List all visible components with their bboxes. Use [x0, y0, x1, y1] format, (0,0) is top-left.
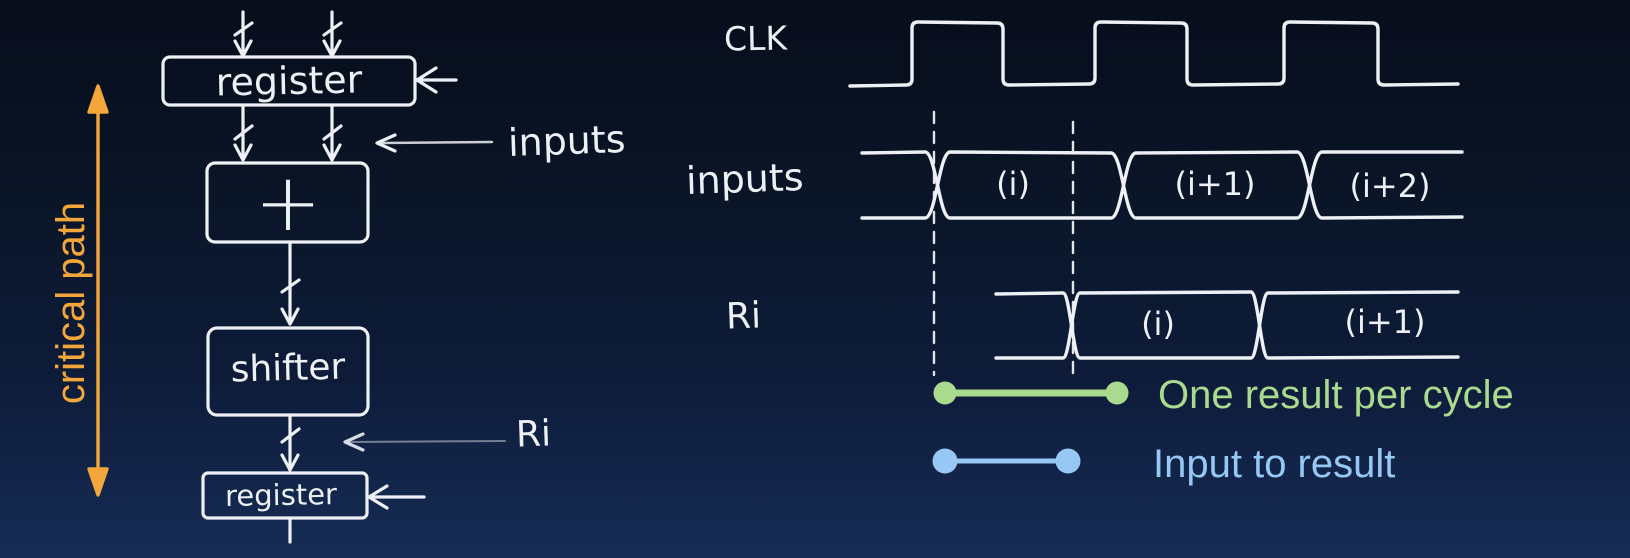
arrowhead-down-icon	[280, 453, 300, 472]
timing-inputs-label: inputs	[685, 154, 805, 204]
clk-label: CLK	[723, 18, 788, 59]
ri-callout-arrow	[343, 432, 506, 452]
circuit-ri-label: Ri	[515, 413, 552, 456]
timing-diagram	[848, 20, 1464, 384]
arrowhead-down-icon	[322, 143, 342, 162]
ri-window-i1: (i+1)	[1344, 303, 1426, 341]
shifter-label: shifter	[230, 346, 346, 391]
register-top-label: register	[215, 57, 363, 105]
bus-slash-icon	[280, 427, 301, 444]
clock-edge-guides	[932, 110, 1075, 384]
shifter-box	[206, 326, 370, 417]
register-bottom-enable-arrow	[367, 484, 426, 510]
bus-slash-icon	[322, 124, 343, 141]
register-top-box	[161, 55, 417, 107]
critical-path-label: critical path	[49, 201, 93, 405]
bus-slash-icon	[233, 124, 254, 141]
dot-icon	[1055, 448, 1081, 474]
circuit-inputs-label: inputs	[507, 116, 627, 166]
inputs-window-i2: (i+2)	[1349, 167, 1431, 205]
clk-waveform	[848, 20, 1460, 88]
bus-slash-icon	[280, 278, 301, 294]
timing-ri-label: Ri	[725, 295, 762, 338]
register-top-enable-arrow	[415, 66, 458, 94]
inputs-callout-arrow	[375, 133, 494, 153]
arrowhead-left-icon	[343, 432, 365, 452]
arrowhead-up-icon	[87, 84, 109, 114]
circuit-diagram	[87, 10, 506, 544]
legend-one-result-per-cycle: One result per cycle	[1158, 373, 1514, 417]
dot-icon	[933, 381, 957, 405]
adder-symbol: +	[254, 156, 322, 249]
arrowhead-down-icon	[233, 143, 253, 162]
dot-icon	[1105, 381, 1129, 405]
arrowhead-left-icon	[415, 66, 438, 94]
ri-bus-waveform	[994, 290, 1460, 360]
dot-icon	[932, 448, 958, 474]
bus-slash-icon	[233, 21, 254, 37]
ri-window-i: (i)	[1141, 305, 1175, 343]
register-bottom-label: register	[224, 477, 338, 513]
bus-slash-icon	[322, 21, 343, 37]
adder-box	[205, 161, 370, 244]
inputs-window-i: (i)	[996, 165, 1030, 203]
arrowhead-down-icon	[87, 467, 109, 497]
critical-path-arrow	[87, 84, 109, 497]
input-to-result-line	[932, 448, 1081, 474]
wire-shifter-to-register	[280, 413, 301, 472]
arrowhead-left-icon	[375, 133, 397, 153]
legend-input-to-result: Input to result	[1153, 442, 1396, 486]
wire-adder-to-shifter	[280, 240, 301, 326]
legend-lines	[932, 381, 1129, 474]
inputs-bus-waveform	[860, 150, 1464, 220]
inputs-window-i1: (i+1)	[1174, 165, 1256, 203]
input-arrows-top	[233, 10, 343, 58]
register-bottom-box	[201, 471, 369, 520]
one-result-per-cycle-line	[933, 381, 1129, 405]
wires-register-to-adder	[233, 103, 343, 162]
arrowhead-left-icon	[367, 484, 389, 510]
arrowhead-down-icon	[280, 307, 300, 326]
